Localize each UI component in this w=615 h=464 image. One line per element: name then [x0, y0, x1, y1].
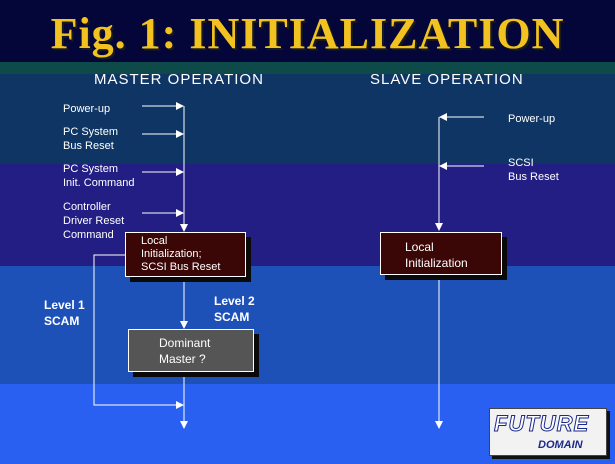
level1-bypass-line	[93, 254, 184, 409]
slave-init-box: Local Initialization	[380, 232, 502, 275]
level1-label: Level 1 SCAM	[44, 298, 85, 328]
background-band-3	[0, 266, 615, 384]
slide-title: Fig. 1: INITIALIZATION	[50, 9, 565, 58]
master-input-init-command: PC System Init. Command	[63, 163, 135, 189]
master-input-bus-reset: PC System Bus Reset	[63, 126, 119, 152]
background-band-1	[0, 74, 615, 164]
background-band-teal	[0, 62, 615, 74]
master-init-box: Local Initialization; SCSI Bus Reset	[125, 232, 246, 277]
dominant-master-box: Dominant Master ?	[128, 329, 254, 372]
master-input-driver-reset: Controller Driver Reset Command	[63, 201, 125, 241]
background-band-top	[0, 0, 615, 62]
future-domain-logo: FUTURE DOMAIN	[489, 408, 607, 456]
slave-input-power-up: Power-up	[508, 113, 556, 125]
logo-word: FUTURE	[493, 411, 590, 437]
master-input-power-up: Power-up	[63, 103, 111, 115]
slave-input-bus-reset: SCSI Bus Reset	[508, 157, 559, 183]
level2-label: Level 2 SCAM	[214, 294, 255, 324]
slave-heading: SLAVE OPERATION	[370, 71, 524, 88]
logo-sub: DOMAIN	[538, 439, 583, 451]
background-band-2	[0, 164, 615, 266]
master-heading: MASTER OPERATION	[94, 71, 264, 88]
